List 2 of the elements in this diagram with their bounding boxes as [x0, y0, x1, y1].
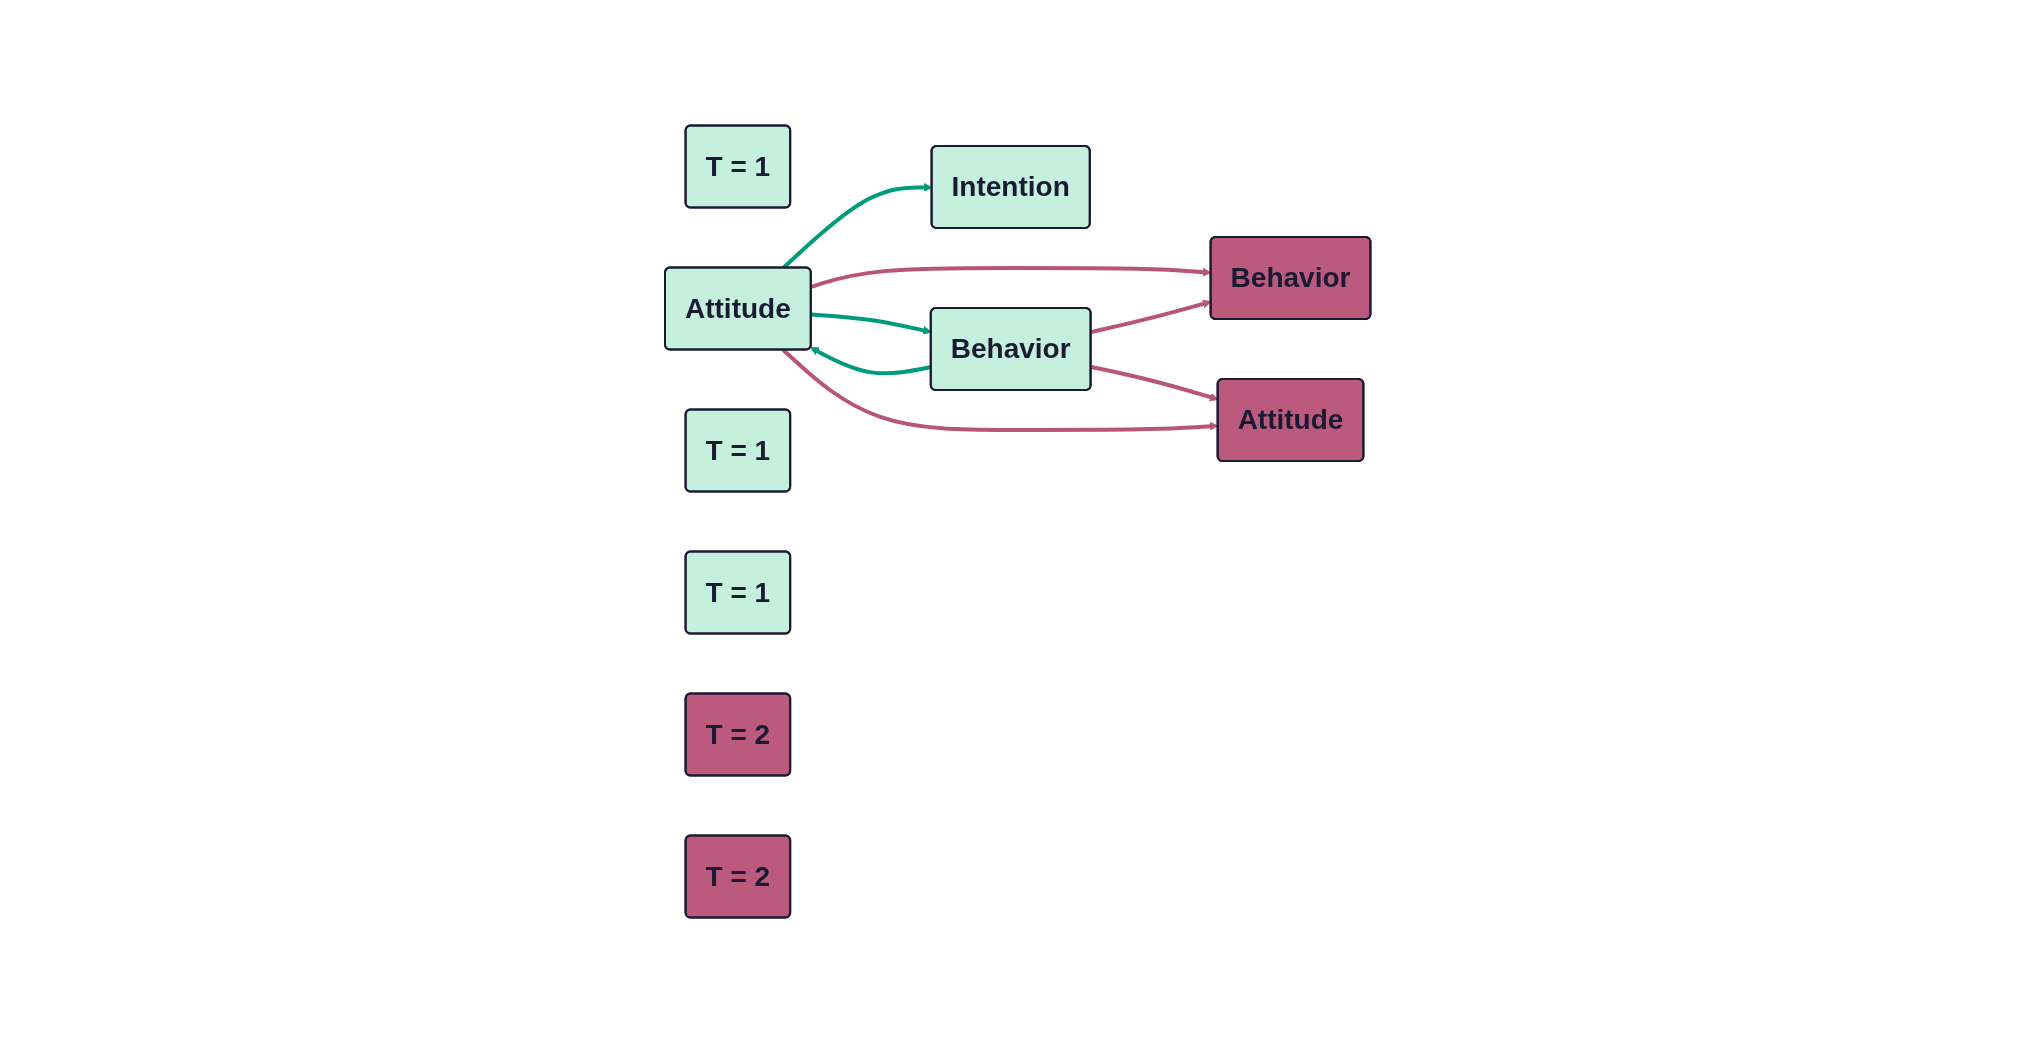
arrow	[810, 347, 932, 376]
arrow	[811, 312, 932, 335]
